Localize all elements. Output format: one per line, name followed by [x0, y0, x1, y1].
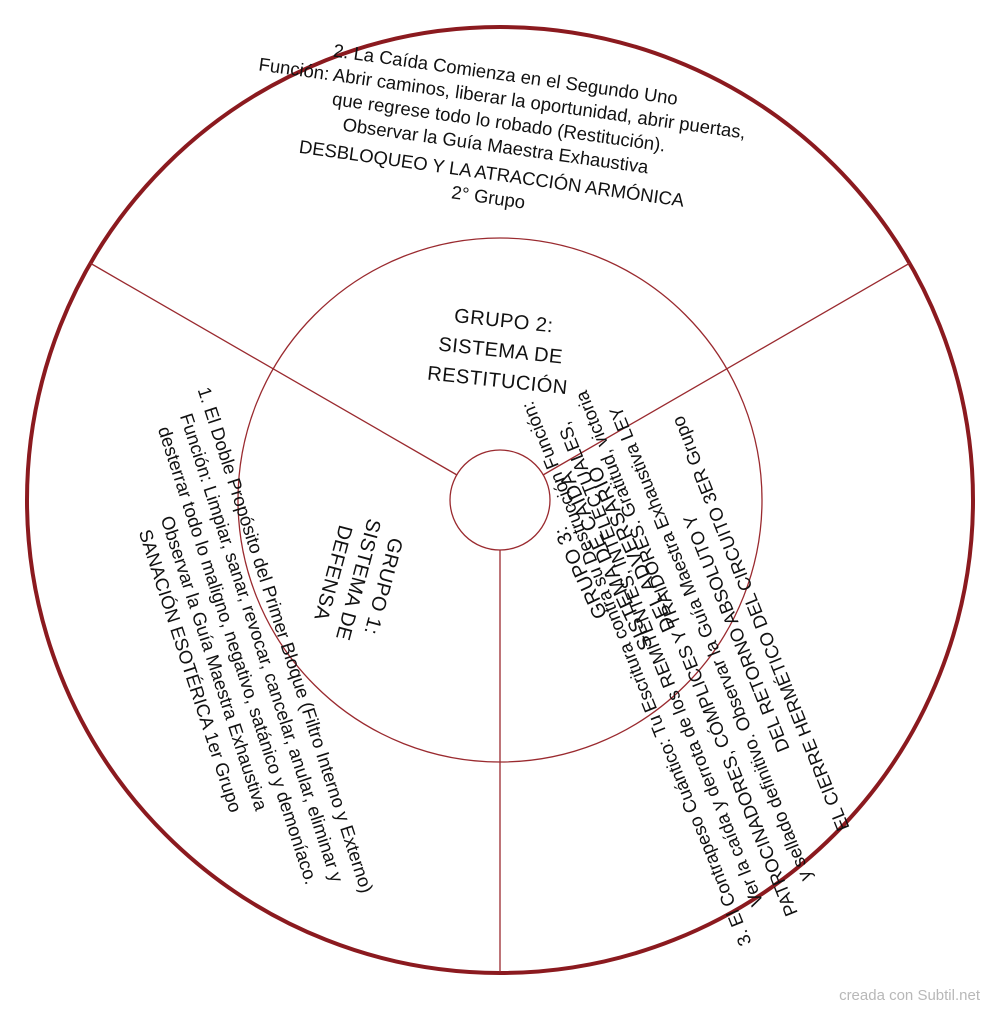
- inner-title-group-2-line-1: GRUPO 2:: [453, 305, 554, 337]
- outer-text-group-3: 3. El Contrapeso Cuántico: Tu Escritura …: [517, 387, 854, 949]
- inner-title-group-2: GRUPO 2: SISTEMA DE RESTITUCIÓN: [426, 305, 569, 400]
- watermark-credit: creada con Subtil.net: [839, 987, 980, 1004]
- inner-title-group-2-line-2: SISTEMA DE: [437, 334, 564, 369]
- outer-ring: [25, 25, 975, 975]
- inner-title-group-1: GRUPO 1: SISTEMA DE DEFENSA: [309, 516, 406, 642]
- outer-text-group-1: 1. El Doble Propósito del Primer Bloque …: [135, 384, 378, 895]
- inner-title-group-2-line-3: RESTITUCIÓN: [426, 362, 569, 400]
- hub-ring: [449, 449, 551, 551]
- wheel: [25, 25, 975, 975]
- divider-line-left: [89, 262, 458, 476]
- divider-line-right: [542, 262, 911, 476]
